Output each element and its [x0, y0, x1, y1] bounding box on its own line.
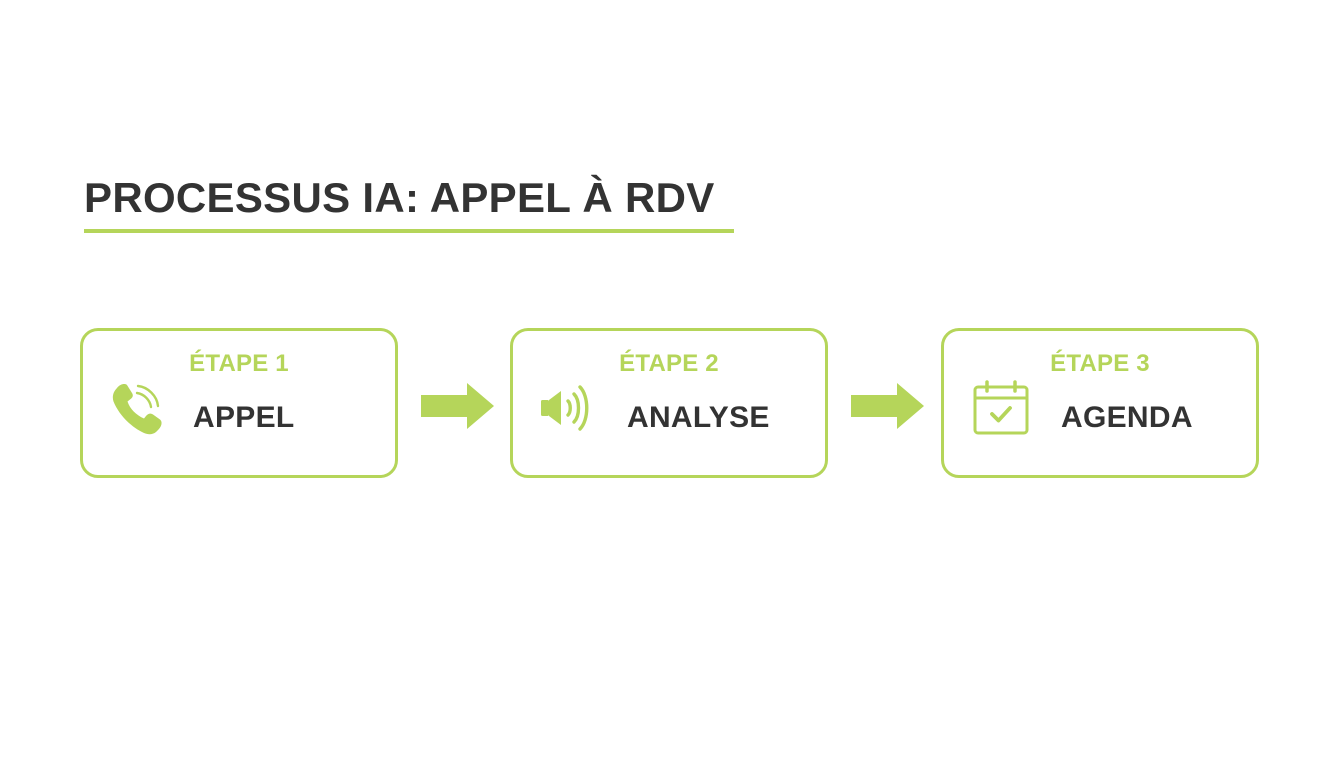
title-underline	[84, 229, 734, 233]
title-block: PROCESSUS IA: APPEL À RDV	[84, 170, 734, 233]
step-label: APPEL	[193, 401, 295, 434]
process-flow: ÉTAPE 1 APPEL ÉTAPE 2 ANALYSE ÉTAPE 3	[80, 328, 1266, 484]
step-card-appel: ÉTAPE 1 APPEL	[80, 328, 398, 478]
arrow-right-icon	[851, 383, 924, 429]
step-number: ÉTAPE 3	[1050, 350, 1150, 377]
step-card-agenda: ÉTAPE 3 AGENDA	[941, 328, 1259, 478]
page-title: PROCESSUS IA: APPEL À RDV	[84, 174, 715, 221]
step-label: ANALYSE	[627, 401, 770, 434]
step-number: ÉTAPE 2	[619, 350, 719, 377]
speaker-icon	[541, 385, 589, 431]
arrow-right-icon	[421, 383, 494, 429]
phone-icon	[112, 384, 162, 435]
step-number: ÉTAPE 1	[189, 350, 289, 377]
calendar-check-icon	[973, 380, 1029, 435]
step-label: AGENDA	[1061, 401, 1193, 434]
step-card-analyse: ÉTAPE 2 ANALYSE	[510, 328, 828, 478]
